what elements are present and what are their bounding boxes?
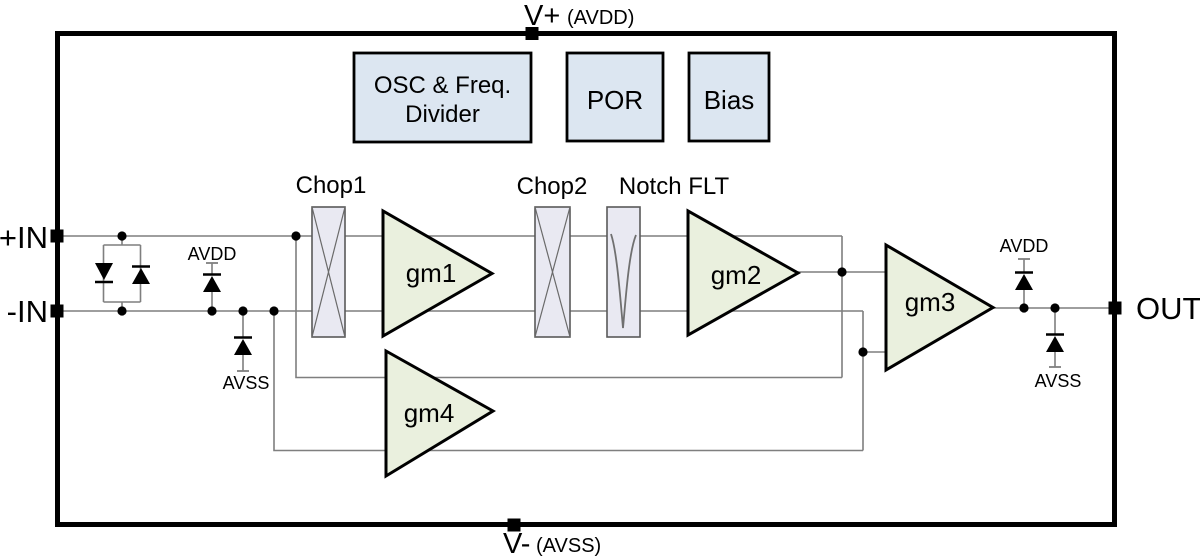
chop2-block [534, 206, 571, 338]
esd-diode-up-icon [132, 265, 150, 284]
in-minus-pad [50, 304, 64, 318]
vminus-pin-label: V- [503, 528, 530, 560]
gm1-amplifier [381, 208, 496, 339]
avdd-clamp-output-diode-icon [1015, 271, 1033, 290]
gm3-label: gm3 [905, 287, 956, 317]
esd-diode-down-icon [95, 263, 113, 284]
junction-dot [858, 347, 868, 357]
chip-boundary [55, 31, 1117, 527]
bias-box [687, 51, 771, 143]
output-avss-label: AVSS [1035, 371, 1082, 391]
bias-box-label: Bias [704, 85, 755, 115]
vminus-supply-label: (AVSS) [536, 535, 601, 557]
vplus-supply-label: (AVDD) [567, 7, 634, 29]
out-pad [1108, 301, 1122, 315]
gm3-amplifier [884, 242, 996, 373]
gm2-amplifier [686, 208, 802, 338]
por-box [565, 51, 665, 143]
notch-response-icon [610, 233, 637, 329]
notch-filter-block [606, 206, 641, 338]
chop1-label: Chop1 [296, 172, 367, 199]
chop2-label: Chop2 [517, 173, 588, 200]
in-minus-label: -IN [7, 294, 48, 329]
in-plus-pad [50, 229, 64, 243]
notch-filter-label: Notch FLT [619, 173, 730, 200]
wires [57, 235, 1110, 452]
junction-dot [291, 231, 301, 241]
output-clamp-network [1015, 258, 1064, 368]
input-avss-label: AVSS [223, 373, 270, 393]
gm4-top-path-wire [295, 236, 842, 379]
avdd-clamp-input-diode-icon [203, 273, 221, 292]
gm2-label: gm2 [711, 260, 762, 290]
junction-dots [117, 231, 1060, 357]
junction-dot [837, 267, 847, 277]
osc-box-label-line2: Divider [405, 101, 480, 128]
junction-dot [238, 306, 248, 316]
output-avdd-label: AVDD [1000, 236, 1049, 256]
vplus-pad [525, 27, 539, 40]
gm4-bottom-path-wire [273, 311, 863, 452]
chop1-block [311, 206, 346, 338]
vplus-pin-label: V+ [524, 0, 560, 32]
input-esd-network [95, 236, 252, 372]
osc-box-label-line1: OSC & Freq. [374, 72, 511, 99]
vminus-pad [507, 518, 521, 532]
junction-dot [1019, 303, 1029, 313]
junction-dot [117, 231, 127, 241]
junction-dot [269, 306, 279, 316]
in-plus-label: +IN [0, 220, 48, 255]
por-box-label: POR [587, 85, 643, 115]
junction-dot [117, 306, 127, 316]
chop2-x-icon [534, 206, 571, 338]
gm1-label: gm1 [406, 258, 457, 288]
junction-dot [1050, 303, 1060, 313]
avss-clamp-input-diode-icon [234, 336, 252, 355]
junction-dot [207, 306, 217, 316]
input-avdd-label: AVDD [188, 244, 237, 264]
esd-loop [102, 236, 142, 311]
gm4-amplifier [384, 348, 496, 479]
gm4-label: gm4 [404, 398, 455, 428]
avss-clamp-output-diode-icon [1046, 333, 1064, 352]
chop1-x-icon [311, 206, 346, 338]
out-label: OUT [1136, 291, 1200, 326]
osc-freq-divider-box [352, 51, 533, 144]
